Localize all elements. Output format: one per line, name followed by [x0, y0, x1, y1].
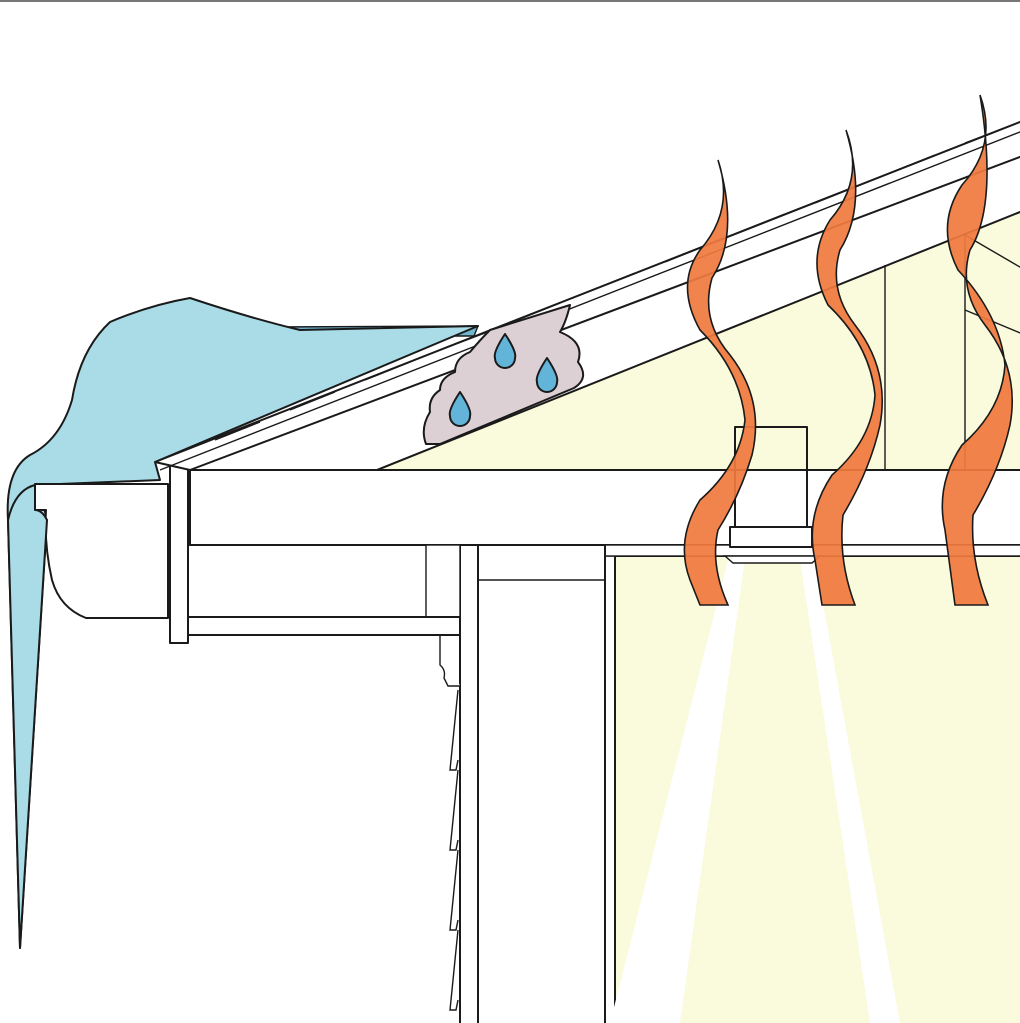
- corbel-trim: [439, 636, 460, 687]
- shingle: [589, 272, 636, 292]
- attic-brace-2: [964, 309, 1020, 334]
- heat-wave-icon: [941, 94, 1013, 606]
- gutter: [34, 483, 169, 619]
- heat-waves: [683, 94, 1013, 606]
- siding: [449, 689, 459, 1011]
- water-drop-icon: [493, 333, 517, 369]
- ice-dam-group: [6, 297, 480, 949]
- siding-board: [449, 929, 459, 1011]
- light-trim: [729, 526, 813, 548]
- soffit: [185, 616, 461, 636]
- exterior-wall: [425, 544, 606, 1023]
- wall-cavity: [477, 544, 606, 1023]
- fascia-board: [169, 464, 189, 644]
- heat-wave-icon: [811, 129, 883, 606]
- joist-body: [189, 469, 1020, 546]
- roof-deck: [154, 120, 1020, 471]
- shingle: [364, 361, 411, 381]
- siding-board: [449, 849, 459, 931]
- water-drop-icon: [535, 357, 559, 393]
- shingle: [214, 421, 261, 441]
- roof-underlay: [159, 131, 1020, 471]
- shingles: [214, 125, 1011, 441]
- wall-stud: [459, 544, 479, 1023]
- water-drop-icon: [448, 391, 472, 427]
- shingle: [514, 302, 561, 322]
- eave: [169, 464, 461, 644]
- shingle: [289, 391, 336, 411]
- icicle: [7, 484, 48, 949]
- heat-wave-icon: [683, 159, 757, 606]
- ceiling-joist: [189, 469, 1020, 557]
- shingle: [889, 154, 936, 174]
- siding-board: [449, 769, 459, 851]
- siding-board: [449, 689, 459, 771]
- shingle: [739, 213, 786, 233]
- light-beam-right: [800, 560, 900, 1023]
- roof-leak: [422, 304, 585, 445]
- roof: [154, 120, 1020, 471]
- shingle: [439, 332, 486, 351]
- light-beam-center: [680, 560, 870, 1023]
- trim-block: [425, 544, 461, 618]
- light-beam-left: [610, 560, 745, 1023]
- light-lens: [723, 555, 822, 564]
- interior-room: [610, 555, 1020, 1023]
- shingle: [964, 125, 1011, 144]
